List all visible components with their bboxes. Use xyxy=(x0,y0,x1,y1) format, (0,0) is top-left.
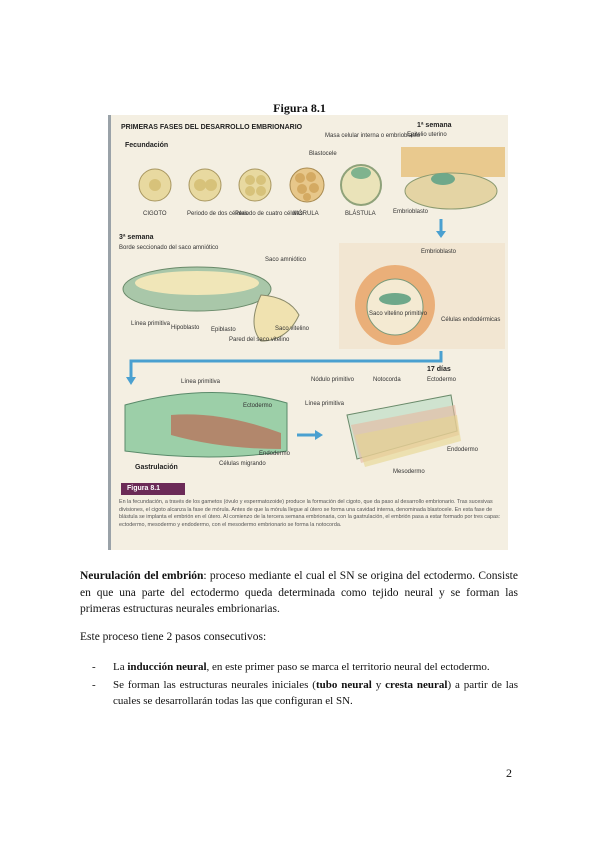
label-nodulo: Nódulo primitivo xyxy=(311,377,355,383)
blastula-cell xyxy=(340,164,382,206)
label-fecundacion: Fecundación xyxy=(125,142,168,149)
label-notocorda: Notocorda xyxy=(373,377,401,383)
label-borde: Borde seccionado del saco amniótico xyxy=(119,245,219,251)
label-pared: Pared del saco vitelino xyxy=(229,337,290,343)
label-morula: MÓRULA xyxy=(293,210,319,217)
page-number: 2 xyxy=(506,766,512,780)
label-periodo-dos: Periodo de dos células xyxy=(187,211,248,217)
label-semana-3: 3ª semana xyxy=(119,234,154,241)
label-periodo-cuatro: Periodo de cuatro células xyxy=(235,211,303,217)
cell-stages xyxy=(138,164,382,206)
label-endodermo-1: Endodermo xyxy=(259,451,291,457)
arrow-down-2 xyxy=(129,351,443,377)
label-epiblasto: Epiblasto xyxy=(211,327,236,333)
label-gastrulacion: Gastrulación xyxy=(135,464,178,471)
paragraph-pasos: Este proceso tiene 2 pasos consecutivos: xyxy=(80,631,267,643)
uterine-epithelium xyxy=(401,147,505,177)
label-blastocele: Blastocele xyxy=(309,151,337,157)
term-neurulacion: Neurulación del embrión xyxy=(80,570,204,582)
term-induccion: inducción neural xyxy=(127,661,207,673)
label-cigoto: CIGOTO xyxy=(143,211,167,217)
label-semana-1: 1ª semana xyxy=(417,122,452,129)
label-saco-vitelino-1: Saco vitelino primitivo xyxy=(369,311,428,317)
implanting-blastula xyxy=(404,172,498,210)
paragraph-neurulacion: Neurulación del embrión: proceso mediant… xyxy=(80,570,518,615)
list-item: -Se forman las estructuras neurales inic… xyxy=(92,679,519,707)
label-saco-amniotico-1: Saco amniótico xyxy=(265,257,307,263)
label-embrioblasto-2: Embrioblasto xyxy=(421,249,457,255)
label-endodermo-2: Endodermo xyxy=(447,447,479,453)
label-embrioblasto-1: Embrioblasto xyxy=(393,209,429,215)
term-cresta-neural: cresta neural xyxy=(385,679,448,691)
list-item: -La inducción neural, en este primer pas… xyxy=(92,661,490,673)
label-hipoblasto: Hipoblasto xyxy=(171,325,200,331)
label-linea-2: Línea primitiva xyxy=(181,379,221,385)
label-masa-celular: Masa celular interna o embrioblasto xyxy=(325,133,421,139)
label-epitelio: Epitelio uterino xyxy=(407,132,447,138)
term-tubo-neural: tubo neural xyxy=(315,679,372,691)
label-ectodermo-1: Ectodermo xyxy=(243,403,273,409)
label-ectodermo-2: Ectodermo xyxy=(427,377,457,383)
figure-caption: En la fecundación, a través de los gamet… xyxy=(119,499,501,528)
steps-list: -La inducción neural, en este primer pas… xyxy=(92,659,518,711)
label-celulas-migrando: Células migrando xyxy=(219,461,266,467)
figure-label-box: Figura 8.1 xyxy=(121,483,185,495)
label-blastula: BLÁSTULA xyxy=(345,210,376,217)
label-saco-vitelino-2: Saco vitelino xyxy=(275,326,310,332)
label-dias-17: 17 días xyxy=(427,366,451,373)
label-celulas-endo: Células endodérmicas xyxy=(441,317,500,323)
label-mesodermo: Mesodermo xyxy=(393,469,425,475)
yolk-sac xyxy=(253,294,300,342)
figure-title: Figura 8.1 xyxy=(273,101,326,115)
embryo-development-figure: PRIMERAS FASES DEL DESARROLLO EMBRIONARI… xyxy=(108,115,508,550)
label-linea-1: Línea primitiva xyxy=(131,321,171,327)
diagram-header: PRIMERAS FASES DEL DESARROLLO EMBRIONARI… xyxy=(121,124,303,131)
four-cell xyxy=(238,168,272,202)
figure-diagram: PRIMERAS FASES DEL DESARROLLO EMBRIONARI… xyxy=(119,122,505,475)
label-linea-3: Línea primitiva xyxy=(305,401,345,407)
